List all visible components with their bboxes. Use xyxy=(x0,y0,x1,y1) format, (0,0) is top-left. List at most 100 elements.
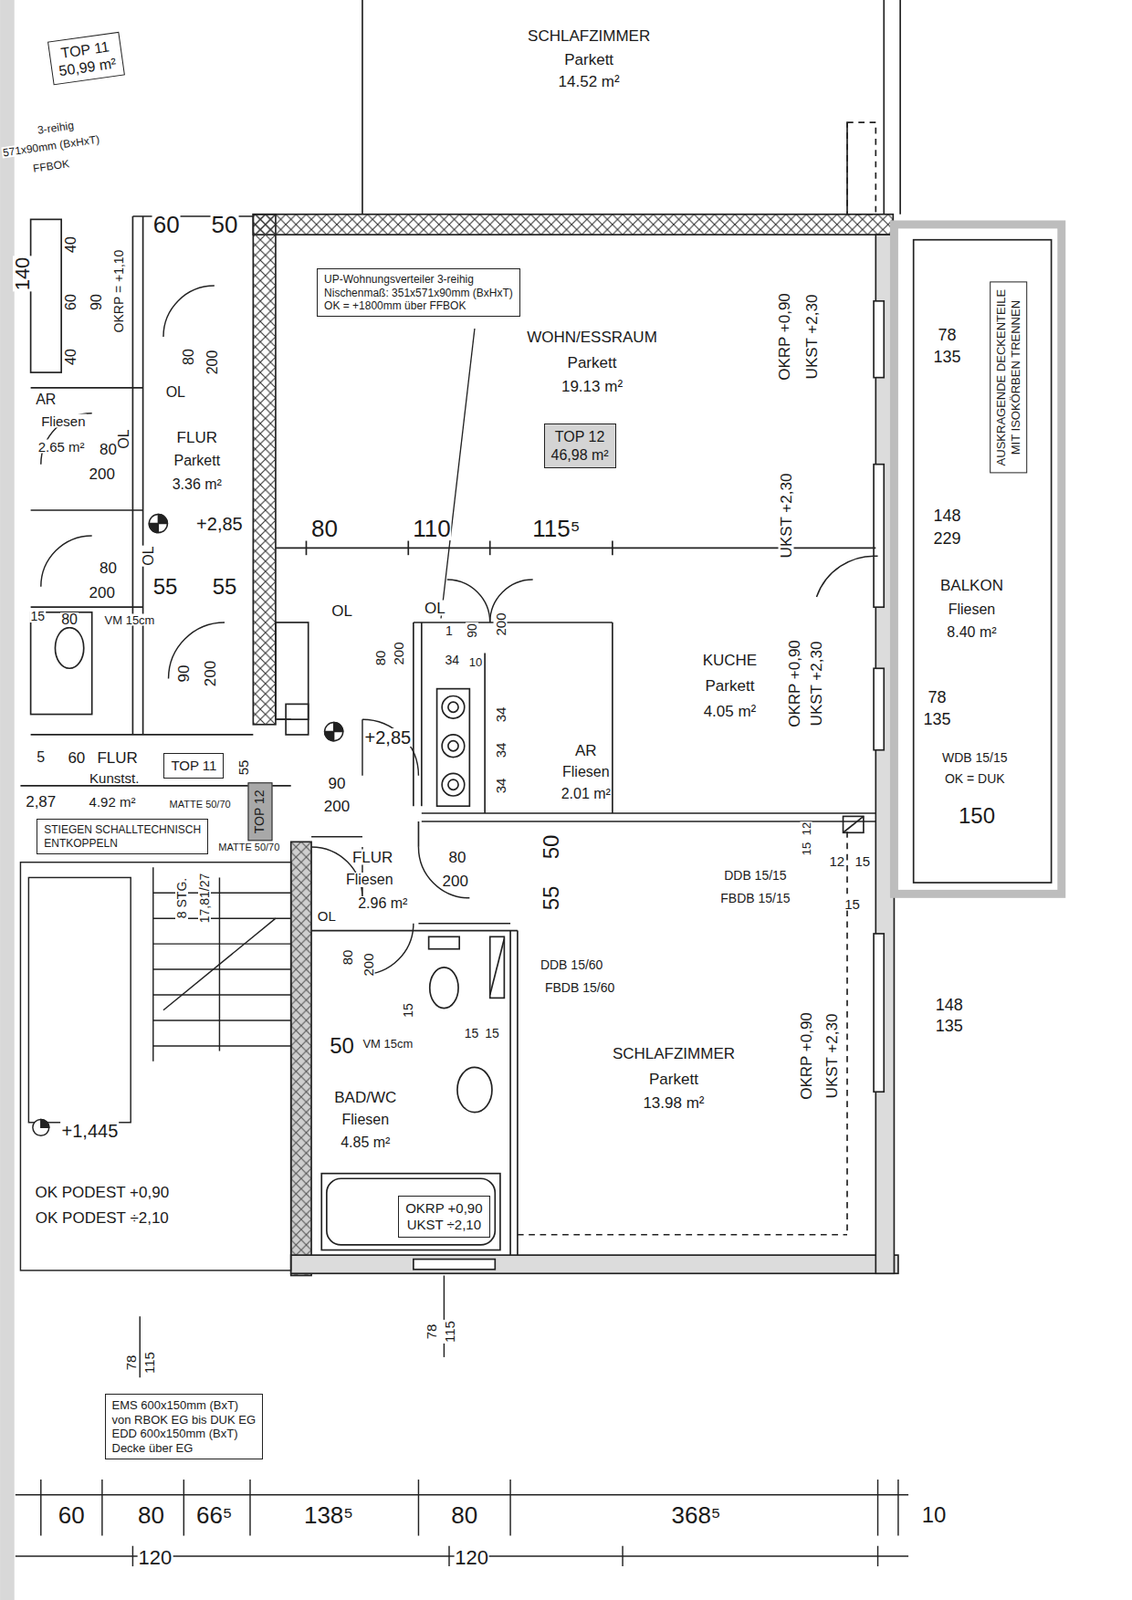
plan-label: BALKON xyxy=(939,576,1005,593)
plan-label: Parkett xyxy=(566,354,619,370)
plan-label: BAD/WC xyxy=(333,1089,398,1105)
note-box: AUSKRAGENDE DECKENTEILEMIT ISOKÖRBEN TRE… xyxy=(989,282,1028,474)
plan-label: OL xyxy=(141,545,157,567)
plan-label: +2,85 xyxy=(364,728,413,747)
box-text: UKST ÷2,10 xyxy=(405,1216,483,1234)
note-box: OKRP +0,90UKST ÷2,10 xyxy=(398,1195,490,1238)
plan-label: +2,85 xyxy=(195,514,244,534)
plan-label: 60 xyxy=(57,1503,86,1528)
plan-label: MATTE 50/70 xyxy=(217,842,281,853)
plan-label: 80 xyxy=(450,1503,479,1528)
plan-label: WOHN/ESSRAUM xyxy=(525,328,659,345)
plan-label: OKRP +0,90 xyxy=(786,639,802,729)
plan-label: 120 xyxy=(137,1548,174,1569)
box-text: Nischenmaß: 351x571x90mm (BxHxT) xyxy=(324,286,514,300)
plan-label: 34 xyxy=(492,777,507,796)
plan-label: 200 xyxy=(391,640,406,666)
plan-label: 15 xyxy=(843,896,861,911)
box-text: von RBOK EG bis DUK EG xyxy=(112,1413,257,1428)
plan-label: 80 xyxy=(310,516,339,541)
plan-label: 2.96 m² xyxy=(356,896,409,912)
plan-label: 3-reihig xyxy=(36,119,76,137)
plan-label: 40 xyxy=(63,347,79,367)
plan-label: 8 STG. xyxy=(175,877,189,920)
plan-label: 34 xyxy=(492,705,507,724)
plan-label: DDB 15/60 xyxy=(539,958,604,972)
plan-label: 115 xyxy=(441,1320,456,1344)
plan-label: 34 xyxy=(444,653,462,667)
plan-label: WDB 15/15 xyxy=(941,751,1009,765)
plan-label: 200 xyxy=(202,660,219,688)
box-text: UP-Wohnungsverteiler 3-reihig xyxy=(324,272,514,286)
plan-label: 80 xyxy=(340,948,355,966)
plan-label: Fliesen xyxy=(345,872,395,888)
box-text: 46,98 m² xyxy=(551,446,609,464)
box-text: Decke über EG xyxy=(112,1441,257,1457)
plan-label: AR xyxy=(34,392,57,408)
plan-label: 15 xyxy=(401,1002,415,1019)
plan-label: VM 15cm xyxy=(361,1037,414,1049)
plan-label: Fliesen xyxy=(947,602,997,618)
plan-label: 2,87 xyxy=(24,793,57,809)
box-text: EMS 600x150mm (BxT) xyxy=(112,1398,257,1414)
plan-label: 2.01 m² xyxy=(560,786,612,802)
plan-label: 10 xyxy=(468,655,483,668)
plan-label: OKRP +0,90 xyxy=(775,292,792,382)
plan-label: 4.05 m² xyxy=(702,703,758,720)
box-text: OK = +1800mm über FFBOK xyxy=(324,299,514,313)
note-box: STIEGEN SCHALLTECHNISCHENTKOPPELN xyxy=(36,818,209,855)
plan-label: 138⁵ xyxy=(303,1503,355,1528)
plan-label: OL xyxy=(165,385,187,400)
plan-label: 78 xyxy=(926,689,947,706)
plan-label: 200 xyxy=(205,349,221,377)
plan-label: Parkett xyxy=(648,1070,700,1087)
plan-label: Fliesen xyxy=(340,1112,390,1128)
plan-label: 66⁵ xyxy=(195,1503,234,1528)
plan-label: 148 xyxy=(932,507,963,525)
plan-label: UKST +2,30 xyxy=(777,471,794,559)
box-text: OKRP +0,90 xyxy=(405,1200,483,1217)
plan-label: Parkett xyxy=(172,453,221,469)
plan-label: 229 xyxy=(932,530,963,547)
plan-label: Parkett xyxy=(563,51,615,67)
plan-label: FLUR xyxy=(176,429,219,445)
box-text: TOP 12 xyxy=(551,428,609,446)
note-box: TOP 11 xyxy=(163,753,224,779)
box-text: TOP 11 xyxy=(170,757,217,775)
plan-label: 17,81/27 xyxy=(198,872,211,925)
plan-label: 2.65 m² xyxy=(37,439,86,453)
plan-label: 200 xyxy=(360,952,375,977)
plan-label: UKST +2,30 xyxy=(808,640,825,728)
plan-label: AR xyxy=(574,742,598,758)
box-text: TOP 12 xyxy=(252,789,269,834)
plan-label: 90 xyxy=(465,622,479,640)
note-box: TOP 1246,98 m² xyxy=(544,423,617,468)
plan-label: 14.52 m² xyxy=(557,73,621,90)
plan-label: FFBOK xyxy=(31,157,71,175)
plan-label: MATTE 50/70 xyxy=(168,799,232,810)
plan-label: 4.85 m² xyxy=(339,1135,391,1151)
plan-label: DDB 15/15 xyxy=(723,869,787,882)
plan-label: OKRP = +1,10 xyxy=(112,248,126,334)
note-box: EMS 600x150mm (BxT)von RBOK EG bis DUK E… xyxy=(104,1394,264,1460)
plan-label: 13.98 m² xyxy=(641,1094,705,1111)
plan-label: Kunstst. xyxy=(88,771,140,786)
plan-label: Parkett xyxy=(704,678,756,694)
plan-label: 34 xyxy=(492,741,507,759)
plan-label: 8.40 m² xyxy=(945,625,997,640)
box-text: AUSKRAGENDE DECKENTEILE xyxy=(994,289,1009,467)
plan-label: 78 xyxy=(124,1353,138,1372)
plan-label: 10 xyxy=(921,1504,948,1527)
plan-label: 15 xyxy=(463,1027,481,1040)
plan-label: 50 xyxy=(540,834,563,861)
plan-label: 120 xyxy=(453,1548,490,1569)
plan-label: 200 xyxy=(323,798,351,815)
plan-label: 150 xyxy=(957,805,996,828)
plan-label: 55 xyxy=(236,758,251,776)
plan-label: +1,445 xyxy=(61,1121,120,1141)
plan-label: VM 15cm xyxy=(104,613,157,626)
plan-label: 3.36 m² xyxy=(171,477,223,493)
plan-label: 571x90mm (BxHxT) xyxy=(0,133,101,158)
plan-label: 200 xyxy=(88,465,116,482)
